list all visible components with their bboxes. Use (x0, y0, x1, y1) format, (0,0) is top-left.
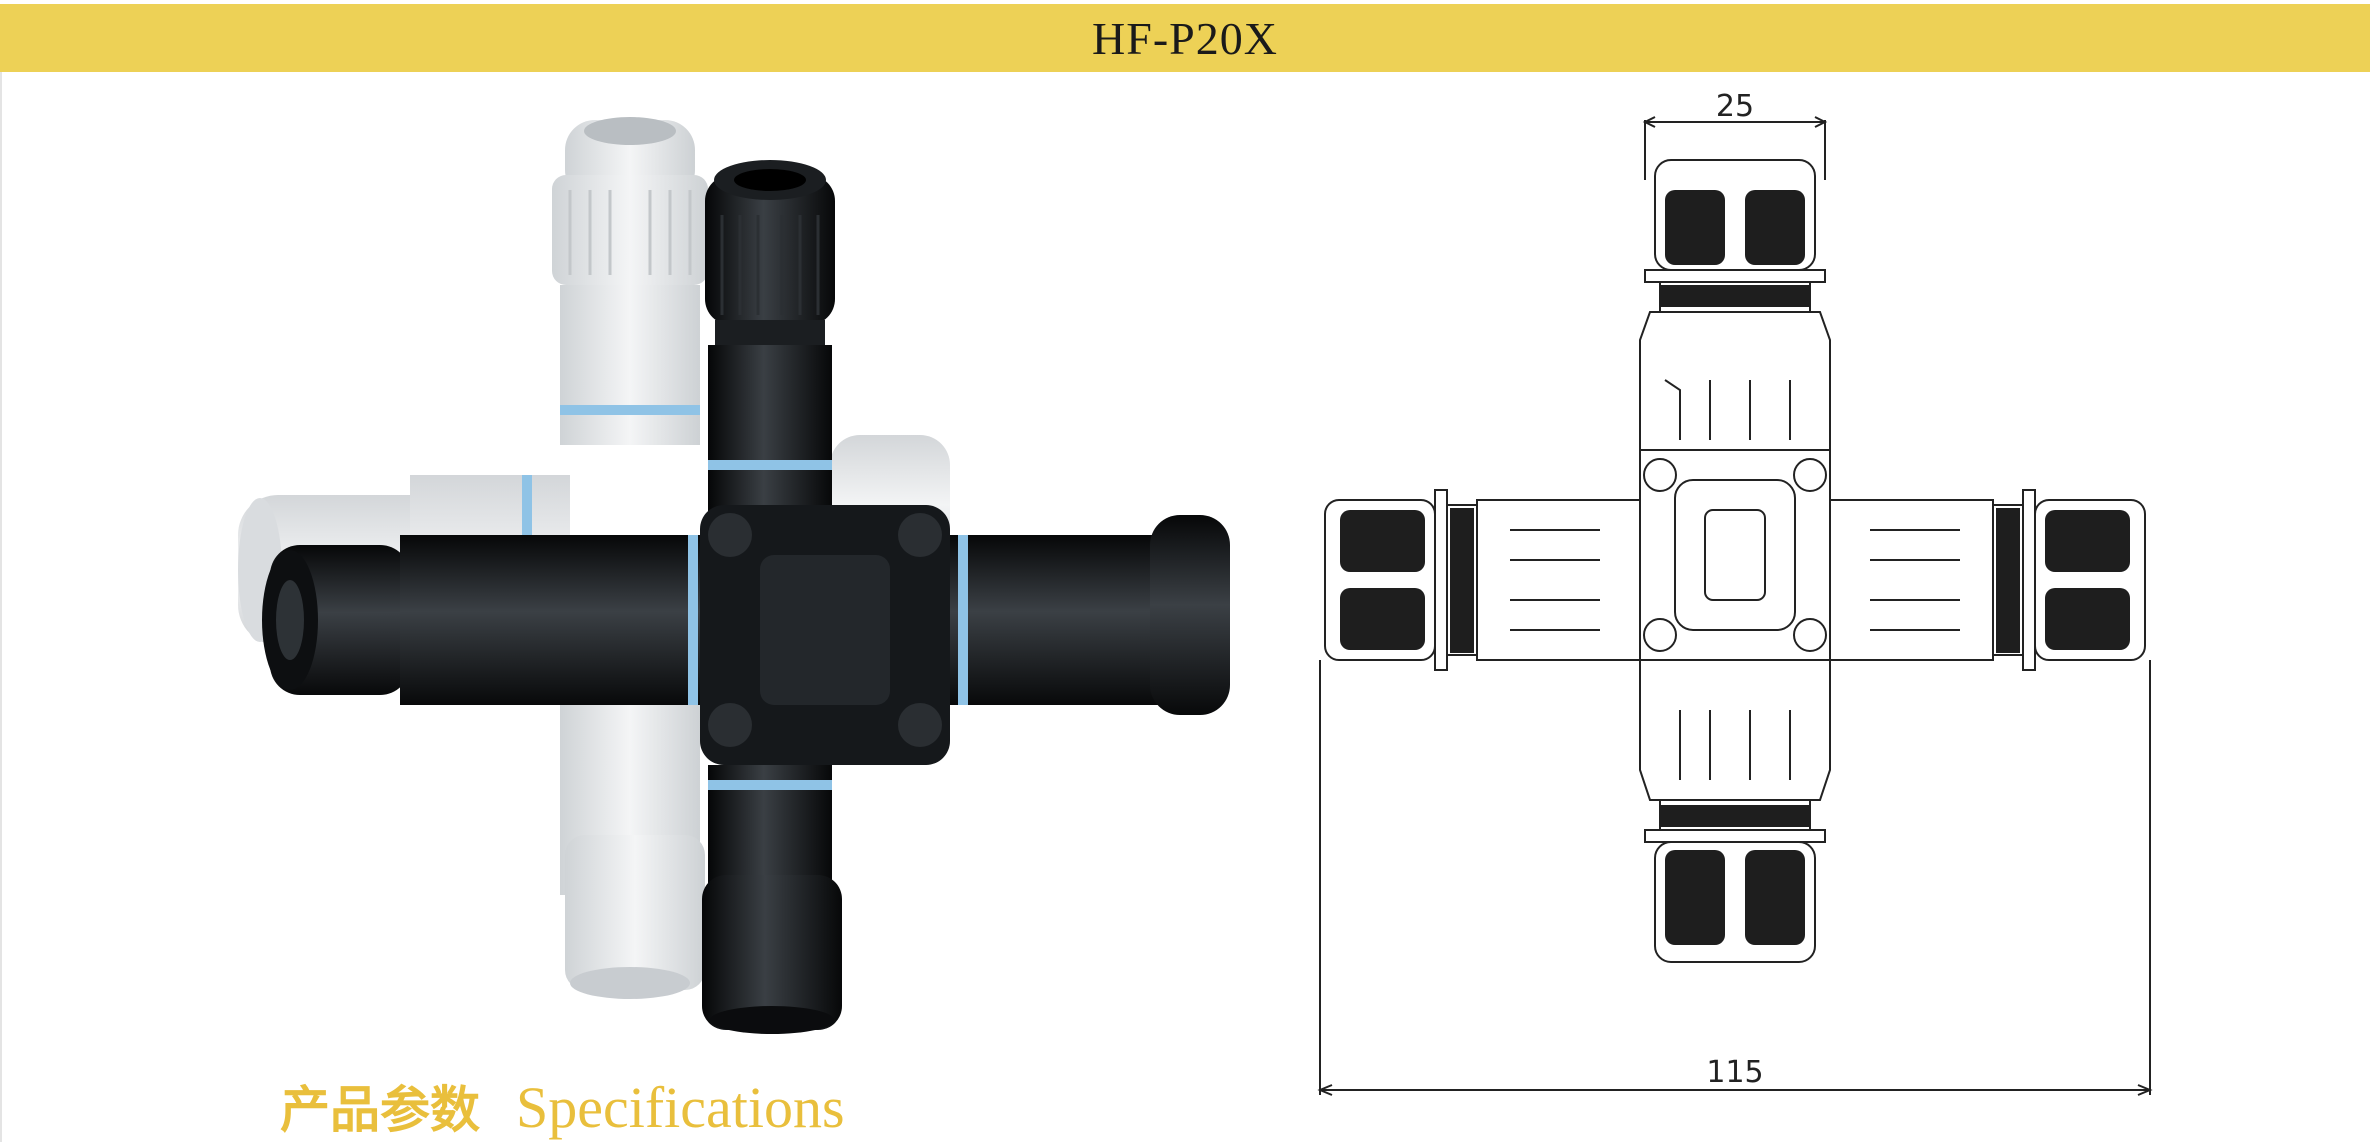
dimension-width-label: 25 (1716, 89, 1754, 124)
specifications-heading: 产品参数 Specifications (280, 1070, 845, 1140)
title-bar: HF-P20X (0, 4, 2370, 72)
specifications-title-en: Specifications (516, 1075, 845, 1140)
black-connector (262, 160, 1230, 1034)
page-edge (0, 72, 2, 1142)
technical-drawing: 25 115 (1317, 89, 2153, 1096)
specifications-title-zh: 产品参数 (280, 1081, 480, 1139)
product-photo (238, 117, 1230, 1034)
product-model-title: HF-P20X (1092, 12, 1278, 64)
dimension-length-label: 115 (1706, 1055, 1763, 1090)
